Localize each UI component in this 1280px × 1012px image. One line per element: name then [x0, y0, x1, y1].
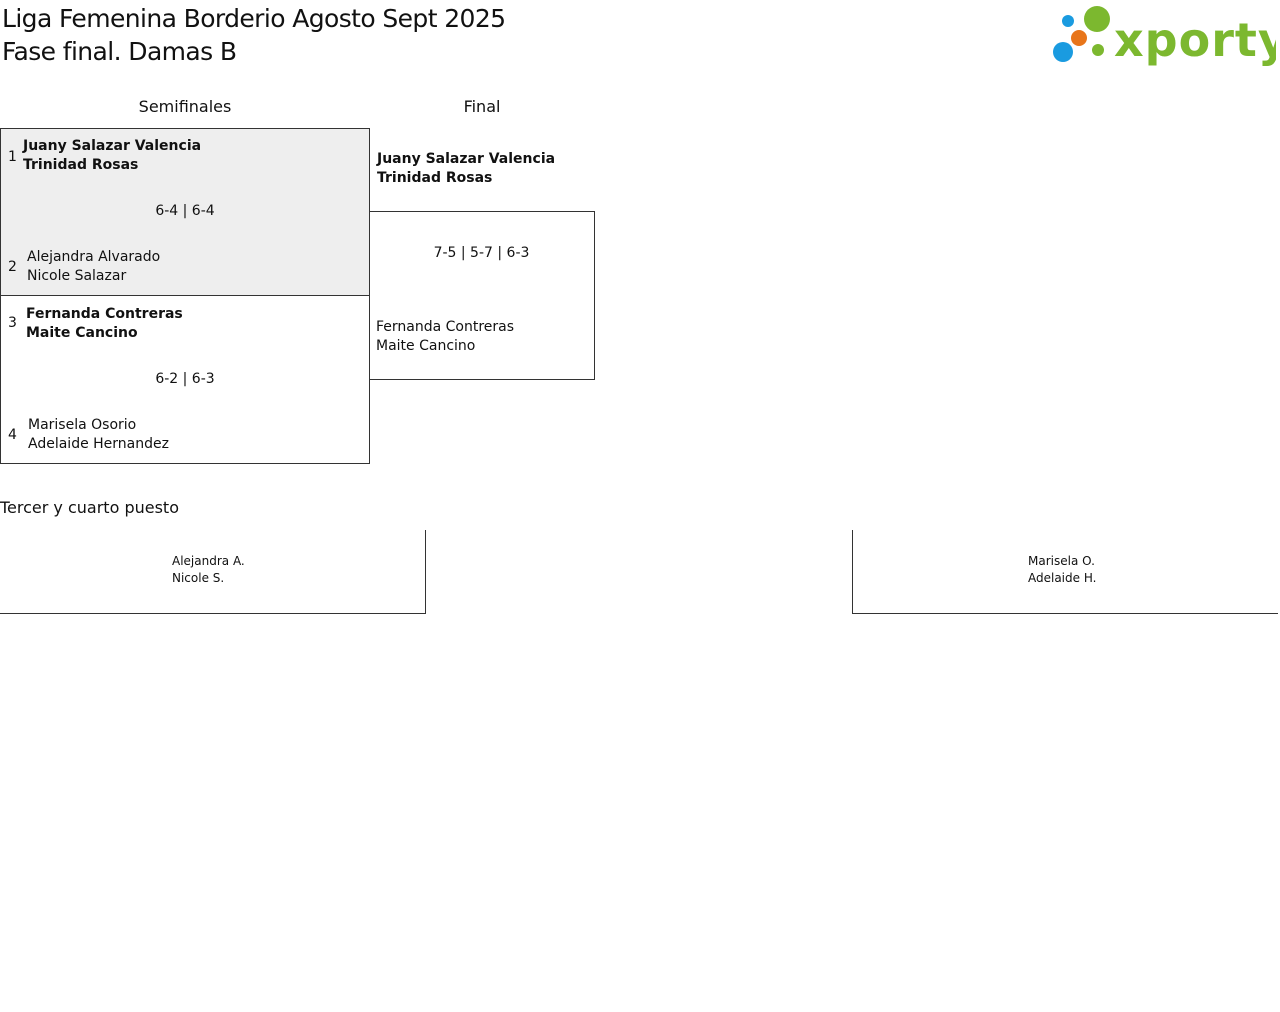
player-name: Juany Salazar Valencia — [377, 151, 556, 167]
logo-dot-blue-small — [1062, 15, 1074, 27]
logo-dot-blue-large — [1053, 42, 1073, 62]
round-label-final: Final — [463, 97, 501, 116]
player-name: Nicole Salazar — [27, 268, 127, 284]
player-name: Trinidad Rosas — [377, 170, 493, 186]
third-place-title: Tercer y cuarto puesto — [0, 498, 179, 517]
round-label-semifinals: Semifinales — [138, 97, 232, 116]
semifinal-match-1[interactable]: 1 Juany Salazar Valencia Trinidad Rosas … — [0, 128, 370, 296]
seed-number: 3 — [8, 315, 17, 331]
player-name: Adelaide H. — [1028, 571, 1097, 585]
player-name: Trinidad Rosas — [23, 157, 139, 173]
team-loser: Marisela Osorio Adelaide Hernandez — [28, 416, 169, 454]
logo-dot-green-small — [1092, 44, 1104, 56]
third-place-slot-left[interactable]: Alejandra A. Nicole S. — [0, 530, 426, 614]
xporty-logo: xporty — [1050, 4, 1276, 66]
third-place-team: Marisela O. Adelaide H. — [1028, 553, 1096, 587]
team-winner: Fernanda Contreras Maite Cancino — [26, 305, 183, 343]
page-title: Liga Femenina Borderio Agosto Sept 2025 … — [2, 2, 506, 68]
match-score: 6-4 | 6-4 — [155, 203, 215, 219]
phase-title: Fase final. Damas B — [2, 37, 237, 66]
player-name: Adelaide Hernandez — [28, 436, 169, 452]
player-name: Juany Salazar Valencia — [23, 138, 202, 154]
final-match[interactable]: 7-5 | 5-7 | 6-3 Fernanda Contreras Maite… — [369, 211, 595, 380]
tournament-title: Liga Femenina Borderio Agosto Sept 2025 — [2, 4, 506, 33]
seed-number: 1 — [8, 149, 17, 165]
player-name: Maite Cancino — [376, 338, 476, 354]
logo-dot-green — [1084, 6, 1110, 32]
player-name: Alejandra Alvarado — [27, 249, 161, 265]
third-place-slot-right[interactable]: Marisela O. Adelaide H. — [852, 530, 1278, 614]
seed-number: 4 — [8, 427, 17, 443]
player-name: Nicole S. — [172, 571, 225, 585]
semifinal-match-2[interactable]: 3 Fernanda Contreras Maite Cancino 6-2 |… — [0, 295, 370, 464]
player-name: Marisela O. — [1028, 554, 1095, 568]
final-team-loser: Fernanda Contreras Maite Cancino — [376, 318, 514, 356]
player-name: Fernanda Contreras — [26, 306, 183, 322]
logo-dot-orange — [1071, 30, 1087, 46]
seed-number: 2 — [8, 259, 17, 275]
match-score: 7-5 | 5-7 | 6-3 — [433, 245, 530, 261]
logo-wordmark: xporty — [1114, 13, 1276, 66]
team-loser: Alejandra Alvarado Nicole Salazar — [27, 248, 160, 286]
player-name: Alejandra A. — [172, 554, 245, 568]
final-team-winner: Juany Salazar Valencia Trinidad Rosas — [377, 150, 555, 188]
third-place-team: Alejandra A. Nicole S. — [172, 553, 245, 587]
player-name: Marisela Osorio — [28, 417, 137, 433]
match-score: 6-2 | 6-3 — [155, 371, 215, 387]
player-name: Maite Cancino — [26, 325, 138, 341]
player-name: Fernanda Contreras — [376, 319, 515, 335]
team-winner: Juany Salazar Valencia Trinidad Rosas — [23, 137, 201, 175]
